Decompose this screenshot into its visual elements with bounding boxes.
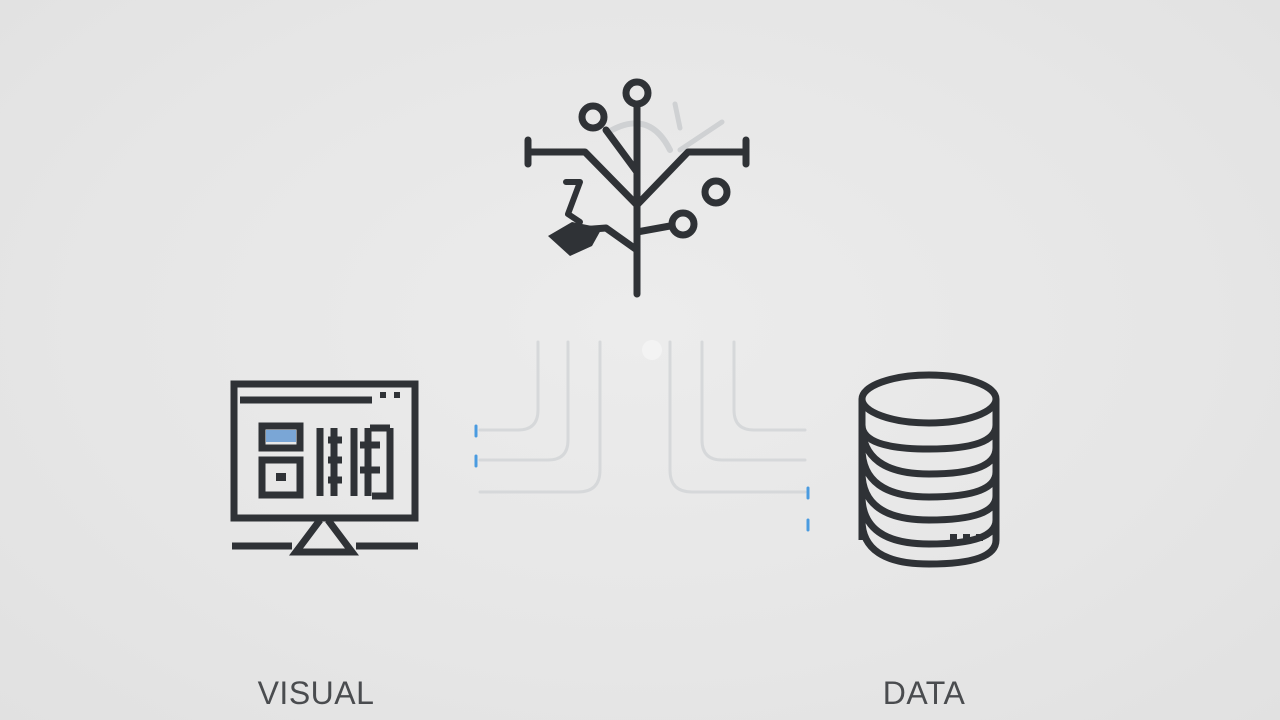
database-icon — [858, 371, 1000, 568]
visual-label: VISUAL — [257, 675, 375, 711]
monitor-dashboard-icon — [230, 380, 419, 556]
data-label: DATA — [882, 675, 966, 711]
connector-lines — [474, 340, 810, 532]
circuit-tree-icon — [524, 78, 750, 298]
